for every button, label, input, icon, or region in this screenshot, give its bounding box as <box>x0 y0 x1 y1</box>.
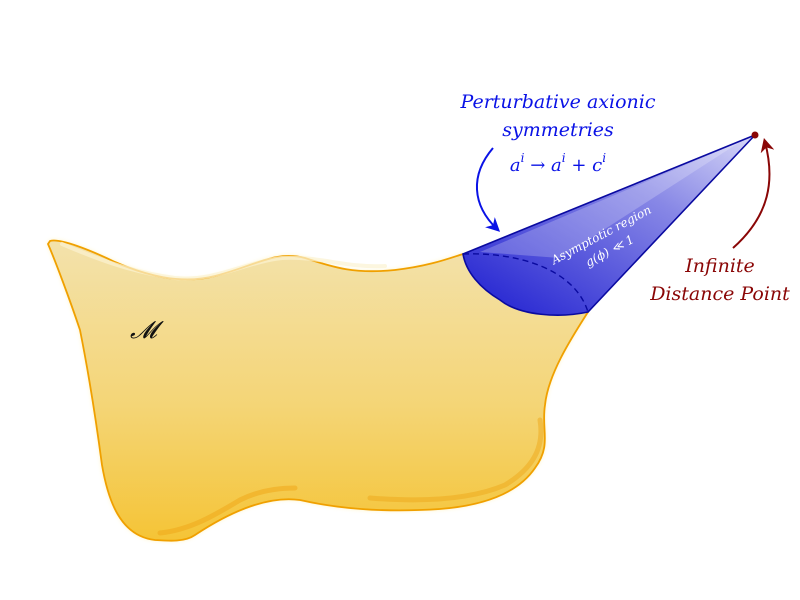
axionic-line2: symmetries <box>502 119 614 141</box>
formula-a: a <box>509 155 521 176</box>
axionic-line1: Perturbative axionic <box>460 91 656 113</box>
infinite-distance-label: Infinite Distance Point <box>640 252 800 308</box>
formula-b: a <box>551 155 562 176</box>
asymptotic-region-dashed-edge <box>462 253 589 313</box>
manifold-highlight-bottom-right <box>367 417 544 503</box>
infinite-line2: Distance Point <box>650 283 790 305</box>
formula-sup2: i <box>561 151 566 165</box>
asymptotic-region-highlight <box>480 142 740 258</box>
manifold-highlight-top <box>60 242 387 281</box>
formula-arrow: → <box>524 155 552 176</box>
formula-plus: + c <box>565 155 603 176</box>
axionic-formula: ai → ai + ci <box>448 144 668 180</box>
axionic-symmetries-label: Perturbative axionic symmetries ai → ai … <box>448 88 668 180</box>
manifold-symbol: 𝓜 <box>130 316 157 344</box>
formula-sup: i <box>520 151 525 165</box>
manifold-highlight-bottom-left <box>157 485 298 536</box>
formula-sup3: i <box>602 151 607 165</box>
axionic-arrow <box>475 147 501 232</box>
infinite-distance-point <box>751 131 759 139</box>
asymptotic-region <box>462 134 756 316</box>
infinite-line1: Infinite <box>685 255 755 277</box>
infinite-point-arrow <box>732 137 775 249</box>
